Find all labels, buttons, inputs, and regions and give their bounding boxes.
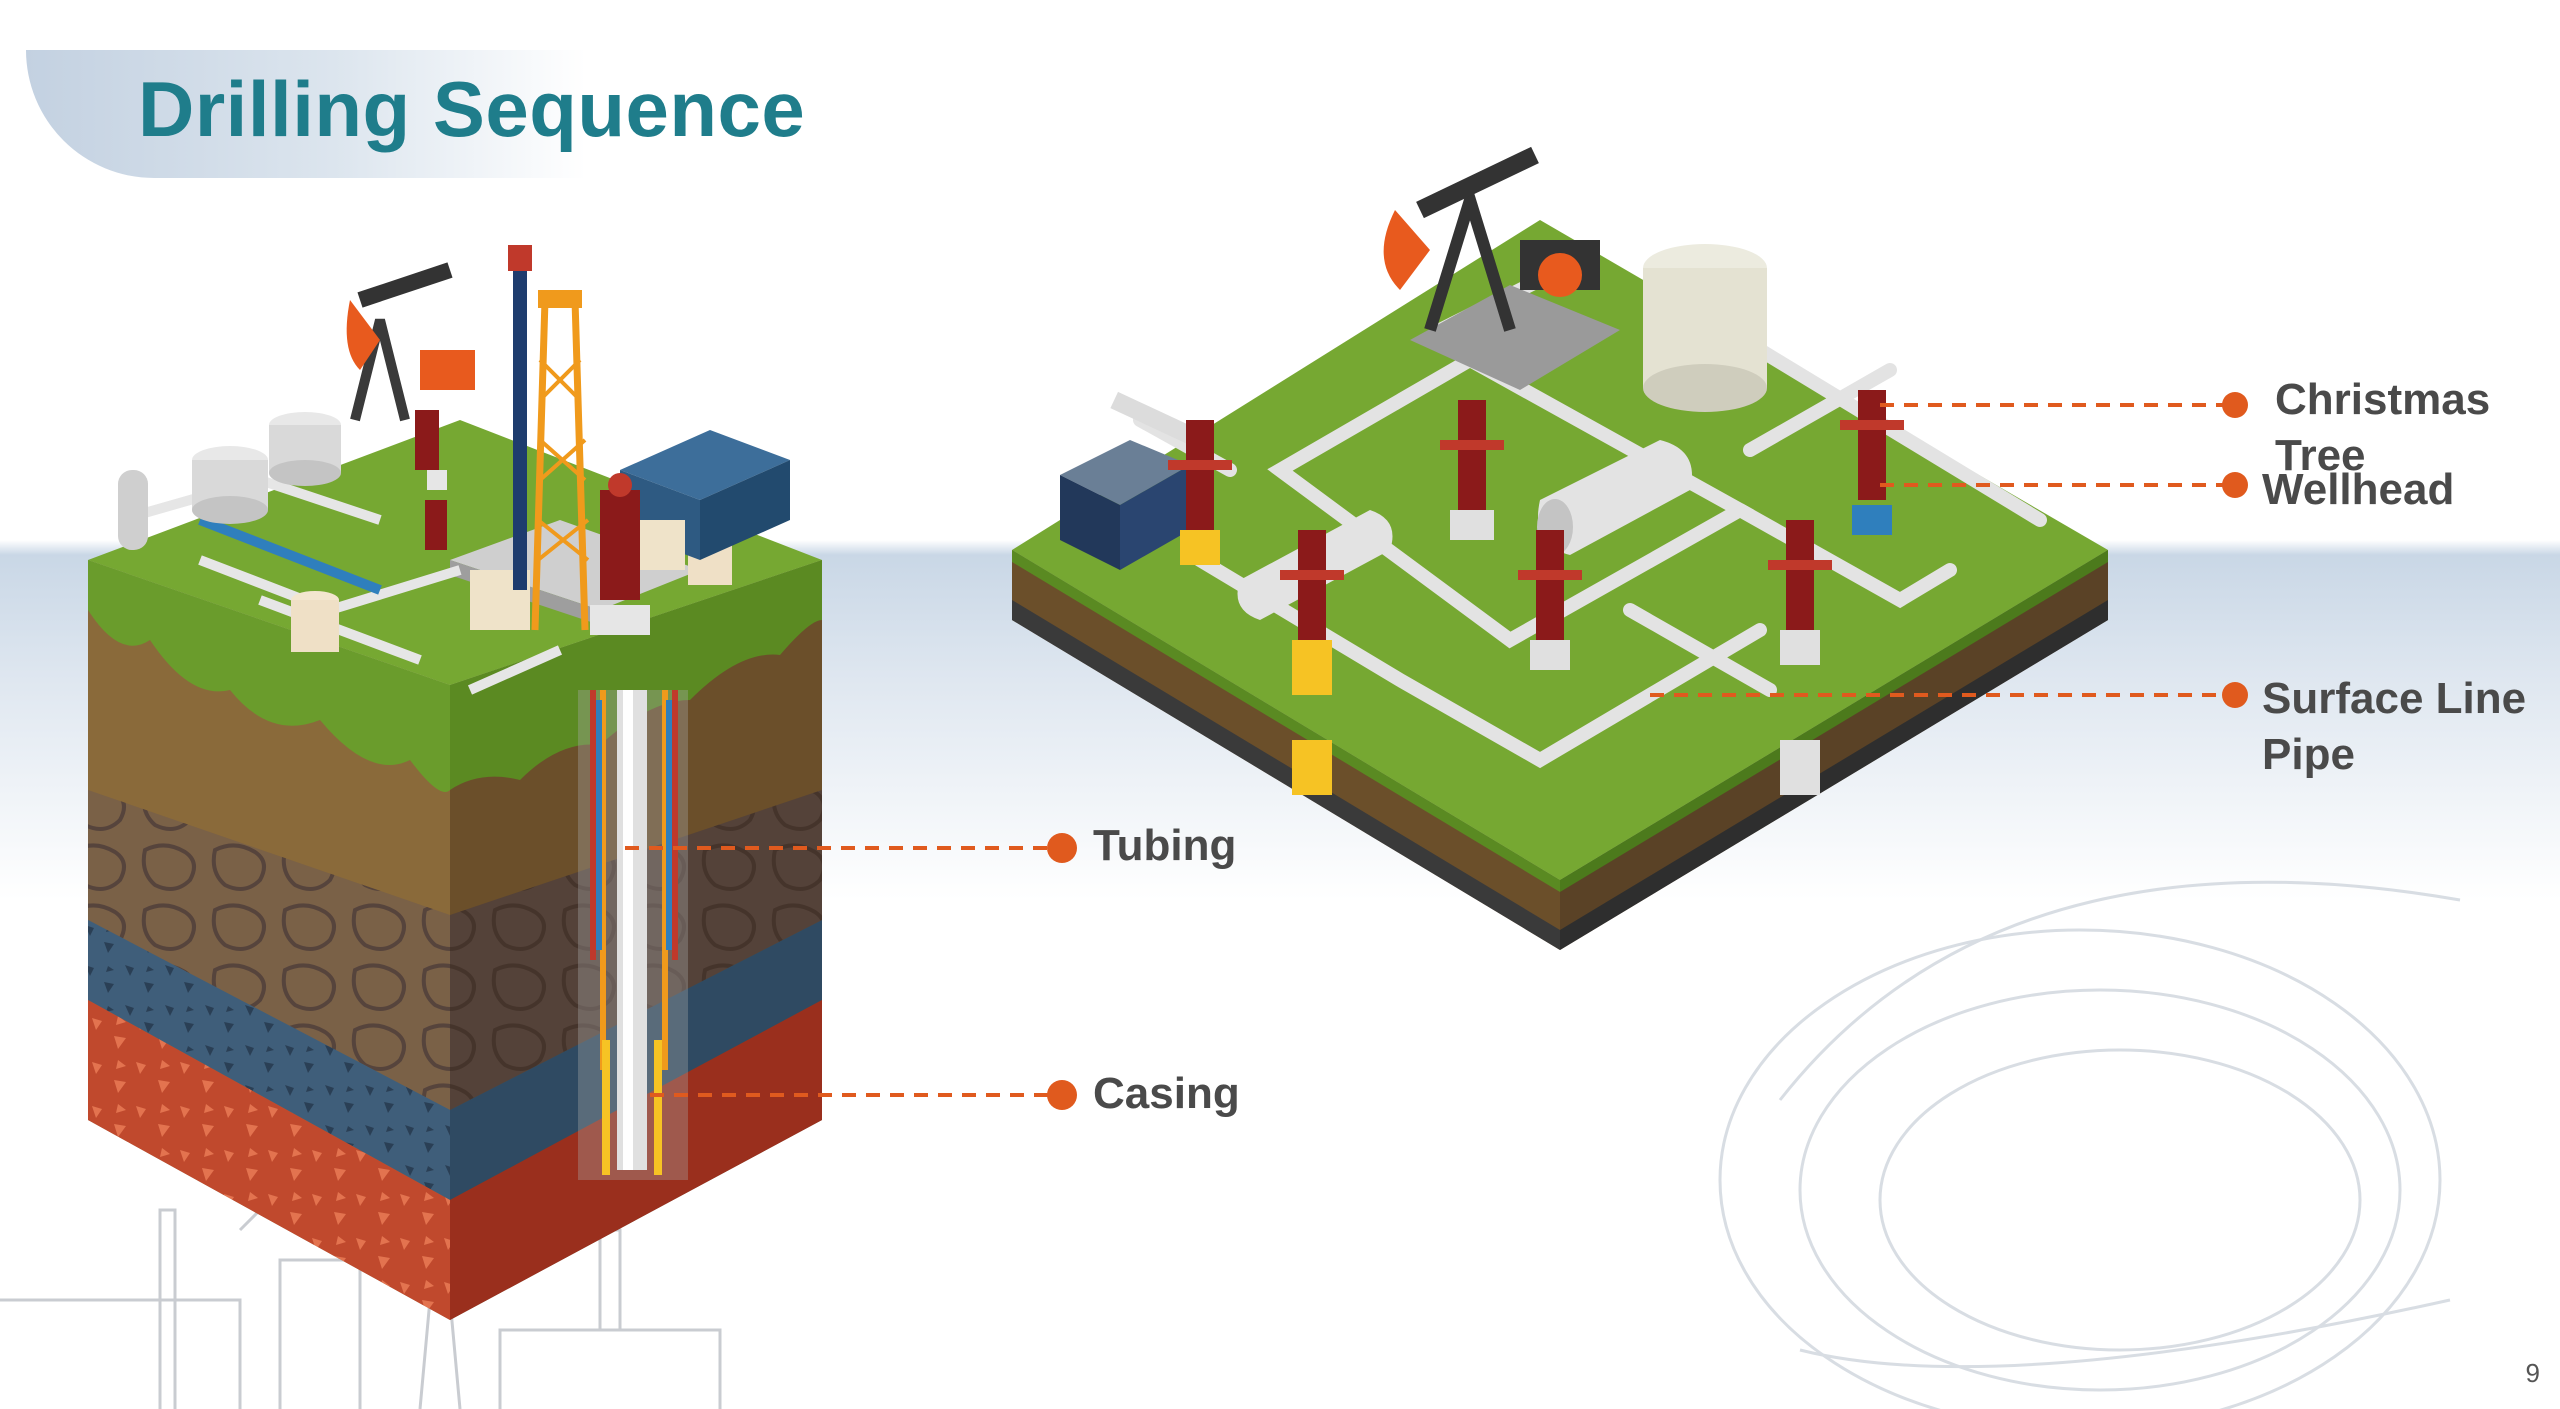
christmas-tree-icon — [1518, 530, 1582, 670]
casing-callout-dot — [1047, 1080, 1077, 1110]
callout-lines — [625, 403, 2225, 1097]
surface-line-pipe-label: Surface Line Pipe — [2262, 674, 2527, 779]
silo-icon — [118, 470, 148, 550]
christmas-tree-icon — [1840, 390, 1904, 535]
surface-line-pipe-callout-dot — [2222, 682, 2248, 708]
slide-title: Drilling Sequence — [138, 65, 806, 153]
tubing-label: Tubing — [1093, 821, 1237, 870]
storage-tank-icon — [269, 412, 341, 486]
well-cross-section-diagram — [88, 245, 822, 1320]
christmas-tree-callout-dot — [2222, 392, 2248, 418]
title-banner — [26, 50, 586, 178]
wellhead-callout-dot — [2222, 472, 2248, 498]
page-number: 9 — [2525, 1358, 2540, 1388]
building-icon — [470, 520, 685, 630]
christmas-tree-icon — [1280, 530, 1344, 695]
wellhead-valve-icon — [425, 500, 447, 550]
pipe-leg — [1292, 740, 1332, 795]
christmas-tree-label: Christmas Tree — [2275, 375, 2491, 480]
storage-tank-icon — [192, 446, 268, 524]
well-bore — [578, 690, 688, 1180]
wellhead-label: Wellhead — [2262, 465, 2455, 514]
christmas-tree-icon — [1168, 420, 1232, 565]
callout-dots — [1047, 392, 2248, 1110]
pipe-leg — [1780, 740, 1820, 795]
casing-label: Casing — [1093, 1069, 1240, 1118]
wellhead-valve-icon — [415, 410, 447, 490]
tubing-callout-dot — [1047, 833, 1077, 863]
pumpjack-icon — [1383, 146, 1620, 390]
building-icon — [1060, 391, 1200, 570]
drilling-derrick-icon — [508, 245, 590, 631]
christmas-tree-icon — [1440, 400, 1504, 540]
small-tank-icon — [291, 591, 339, 652]
wellhead-valve-icon — [590, 473, 650, 635]
storage-tank-icon — [1643, 244, 1767, 412]
christmas-tree-icon — [1768, 520, 1832, 665]
decorative-swirl — [1718, 880, 2461, 1409]
pumpjack-icon — [346, 262, 475, 422]
surface-field-diagram — [1012, 146, 2108, 950]
